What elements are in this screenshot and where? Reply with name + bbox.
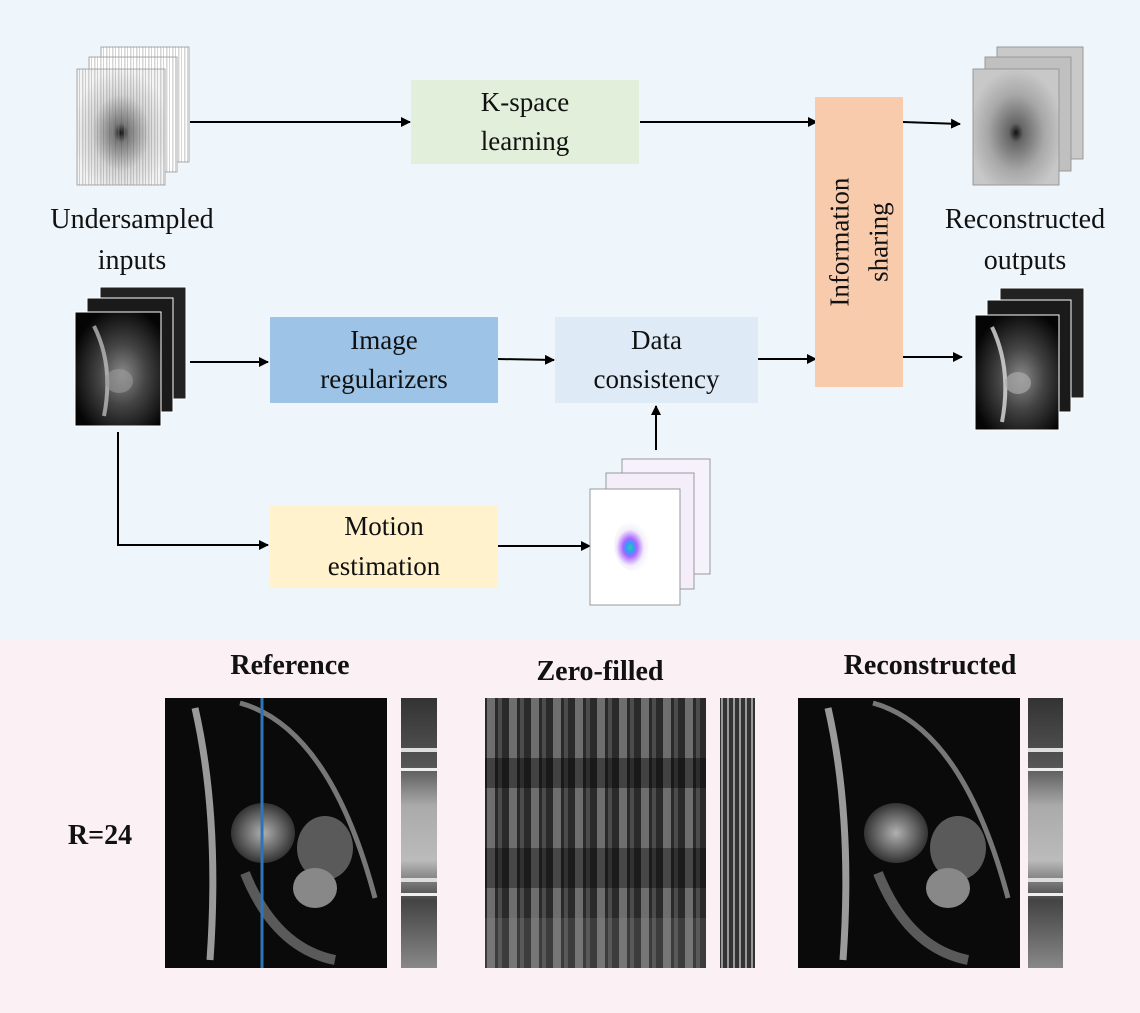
arrow-sharing-kspace-out xyxy=(902,118,961,129)
zero-filled-image xyxy=(485,698,706,968)
kspace-input-stack xyxy=(76,45,191,187)
information-sharing-label: Information sharing xyxy=(823,177,893,307)
reference-temporal-profile xyxy=(401,698,437,968)
kspace-learning-box: K-space learning xyxy=(411,80,639,164)
zero-filled-temporal-profile xyxy=(720,698,755,968)
column-title-zero-filled: Zero-filled xyxy=(536,656,664,687)
data-consistency-box: Data consistency xyxy=(555,317,758,403)
image-regularizers-box: Image regularizers xyxy=(270,317,498,403)
information-sharing-box: Information sharing xyxy=(815,97,903,387)
image-input-stack xyxy=(74,286,189,428)
reconstructed-outputs-label: Reconstructed outputs xyxy=(944,204,1106,276)
column-title-reconstructed: Reconstructed xyxy=(843,650,1017,681)
reconstructed-image xyxy=(798,698,1020,968)
reference-image xyxy=(165,698,387,968)
image-output-stack xyxy=(974,287,1086,432)
arrow-regularizer-to-dc xyxy=(497,354,555,365)
arrow-motion-in xyxy=(117,432,269,550)
acceleration-rate-label: R=24 xyxy=(67,820,133,851)
column-title-reference: Reference xyxy=(230,650,350,681)
undersampled-inputs-label: Undersampled inputs xyxy=(50,204,214,276)
reconstructed-temporal-profile xyxy=(1028,698,1063,968)
kspace-output-stack xyxy=(972,45,1087,187)
motion-estimation-box: Motion estimation xyxy=(270,505,498,588)
motion-field-stack xyxy=(588,457,712,607)
